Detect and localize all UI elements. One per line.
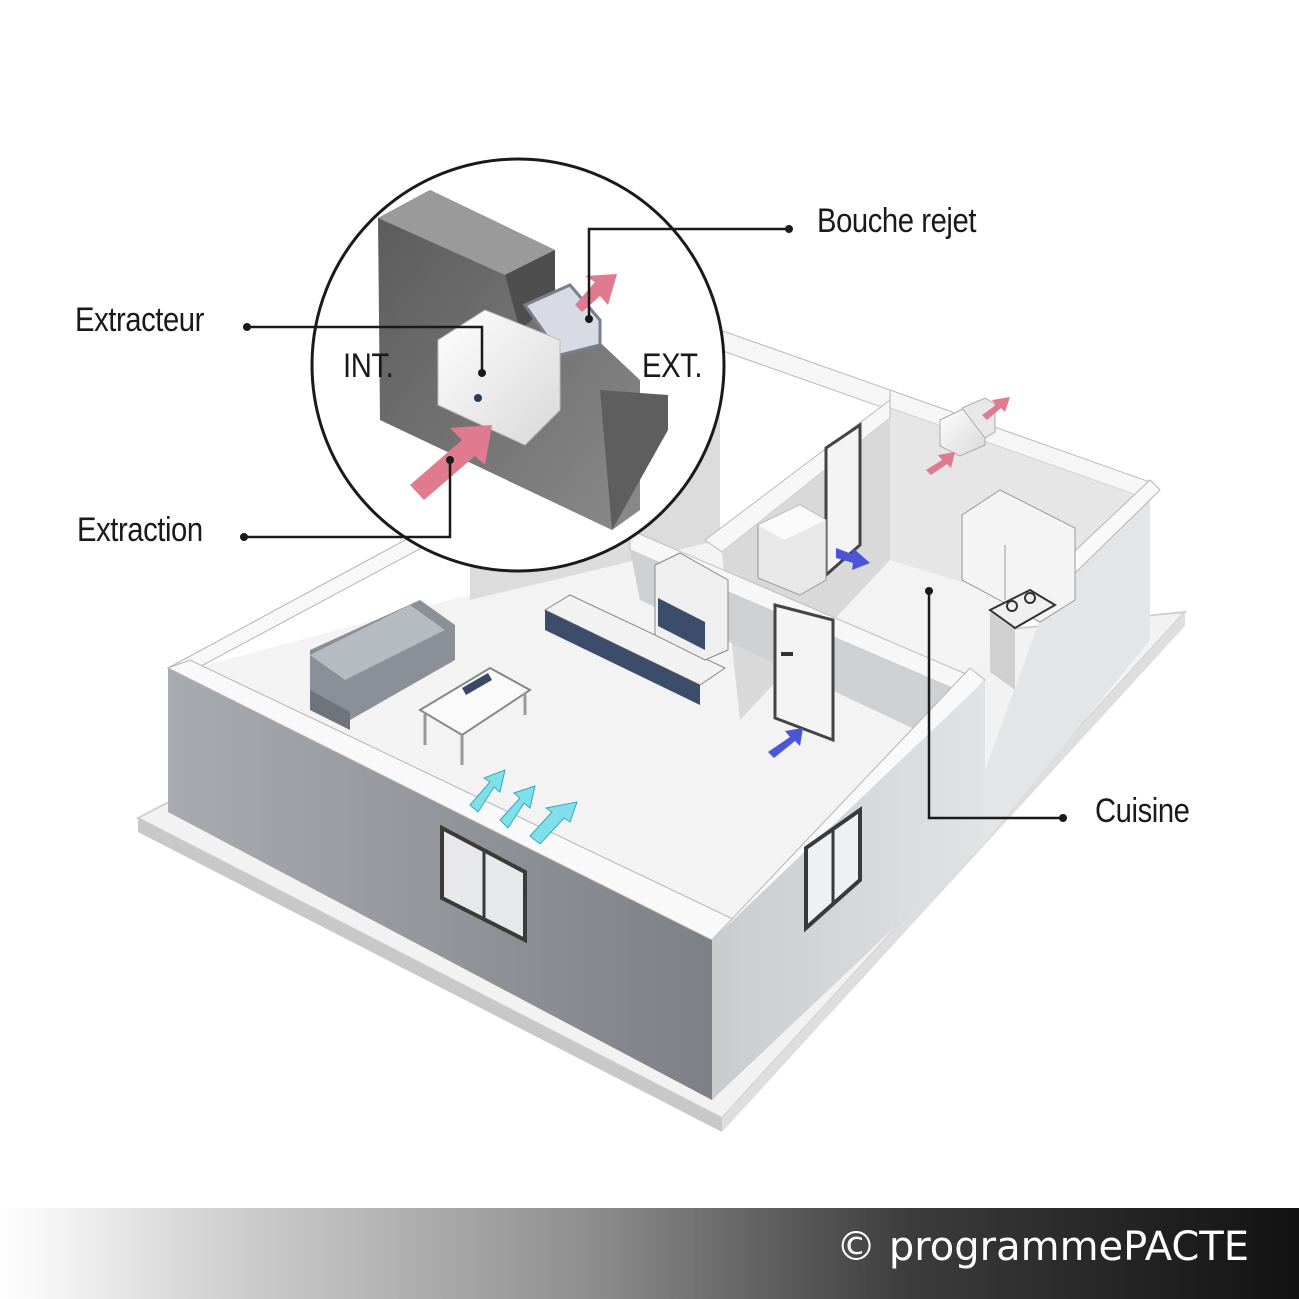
label-extraction: Extraction: [77, 511, 203, 549]
leader-dots: [240, 225, 1067, 822]
intake-arrows: [469, 769, 578, 845]
sofa-icon: [310, 600, 455, 730]
leader-lines: [244, 227, 1063, 820]
tv-cabinet: [543, 552, 729, 705]
fridge: [757, 504, 827, 596]
label-extracteur: Extracteur: [75, 301, 204, 339]
label-ext: EXT.: [642, 347, 703, 385]
house-floor: [195, 490, 1140, 952]
stove-icon: [988, 588, 1057, 690]
magnifier-exhaust-arrow: [575, 274, 617, 312]
label-bouche-rejet: Bouche rejet: [817, 202, 977, 240]
copyright-text: © programmePACTE: [836, 1224, 1249, 1270]
front-window: [440, 824, 527, 944]
side-window: [804, 806, 862, 933]
living-door: [773, 603, 835, 743]
detail-magnifier: [310, 157, 726, 573]
extractor-fan-icon: [939, 397, 996, 457]
footer-bar: [0, 1208, 1299, 1299]
label-cuisine: Cuisine: [1095, 792, 1190, 830]
kitchen-exhaust-arrows: [926, 397, 1010, 475]
kitchen-cabinets: [961, 489, 1076, 623]
label-int: INT.: [343, 347, 394, 385]
coffee-table-icon: [418, 666, 532, 765]
transfer-arrows: [768, 548, 870, 758]
